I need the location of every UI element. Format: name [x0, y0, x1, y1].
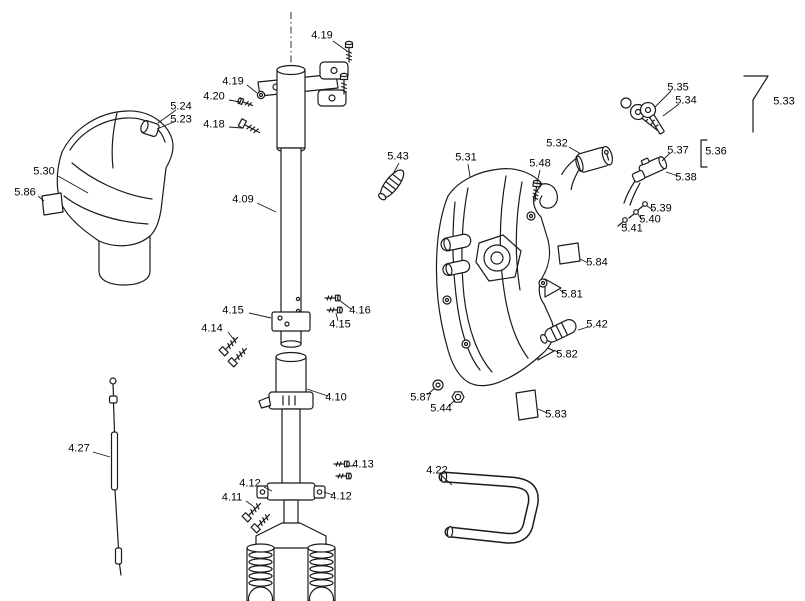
washer — [432, 379, 444, 391]
connector — [623, 169, 646, 206]
nut — [451, 391, 465, 403]
steering-tube — [271, 64, 311, 348]
warning-tag-5-81 — [544, 278, 562, 298]
fork-assembly — [246, 522, 336, 601]
tag-5-83 — [515, 389, 539, 421]
leader-lines — [37, 40, 680, 507]
terminal-screws — [617, 201, 648, 227]
carry-handle — [438, 471, 539, 544]
lock-barrel — [638, 156, 668, 179]
clamp-screws — [256, 40, 354, 100]
cowl — [56, 110, 174, 286]
lower-tube — [256, 351, 326, 527]
screw-4-20 — [236, 96, 255, 109]
ignition-switch — [561, 145, 613, 191]
lever — [378, 169, 405, 201]
tag-5-86 — [41, 192, 64, 216]
tag-5-84 — [557, 242, 581, 265]
end-cap — [140, 120, 160, 137]
bracket-5-33 — [743, 75, 769, 133]
throttle-cable — [108, 377, 123, 576]
bracket-5-36 — [700, 139, 708, 168]
keys — [620, 97, 665, 135]
bolt-4-18 — [237, 118, 263, 137]
grip — [540, 319, 577, 344]
body-panel — [435, 168, 558, 387]
